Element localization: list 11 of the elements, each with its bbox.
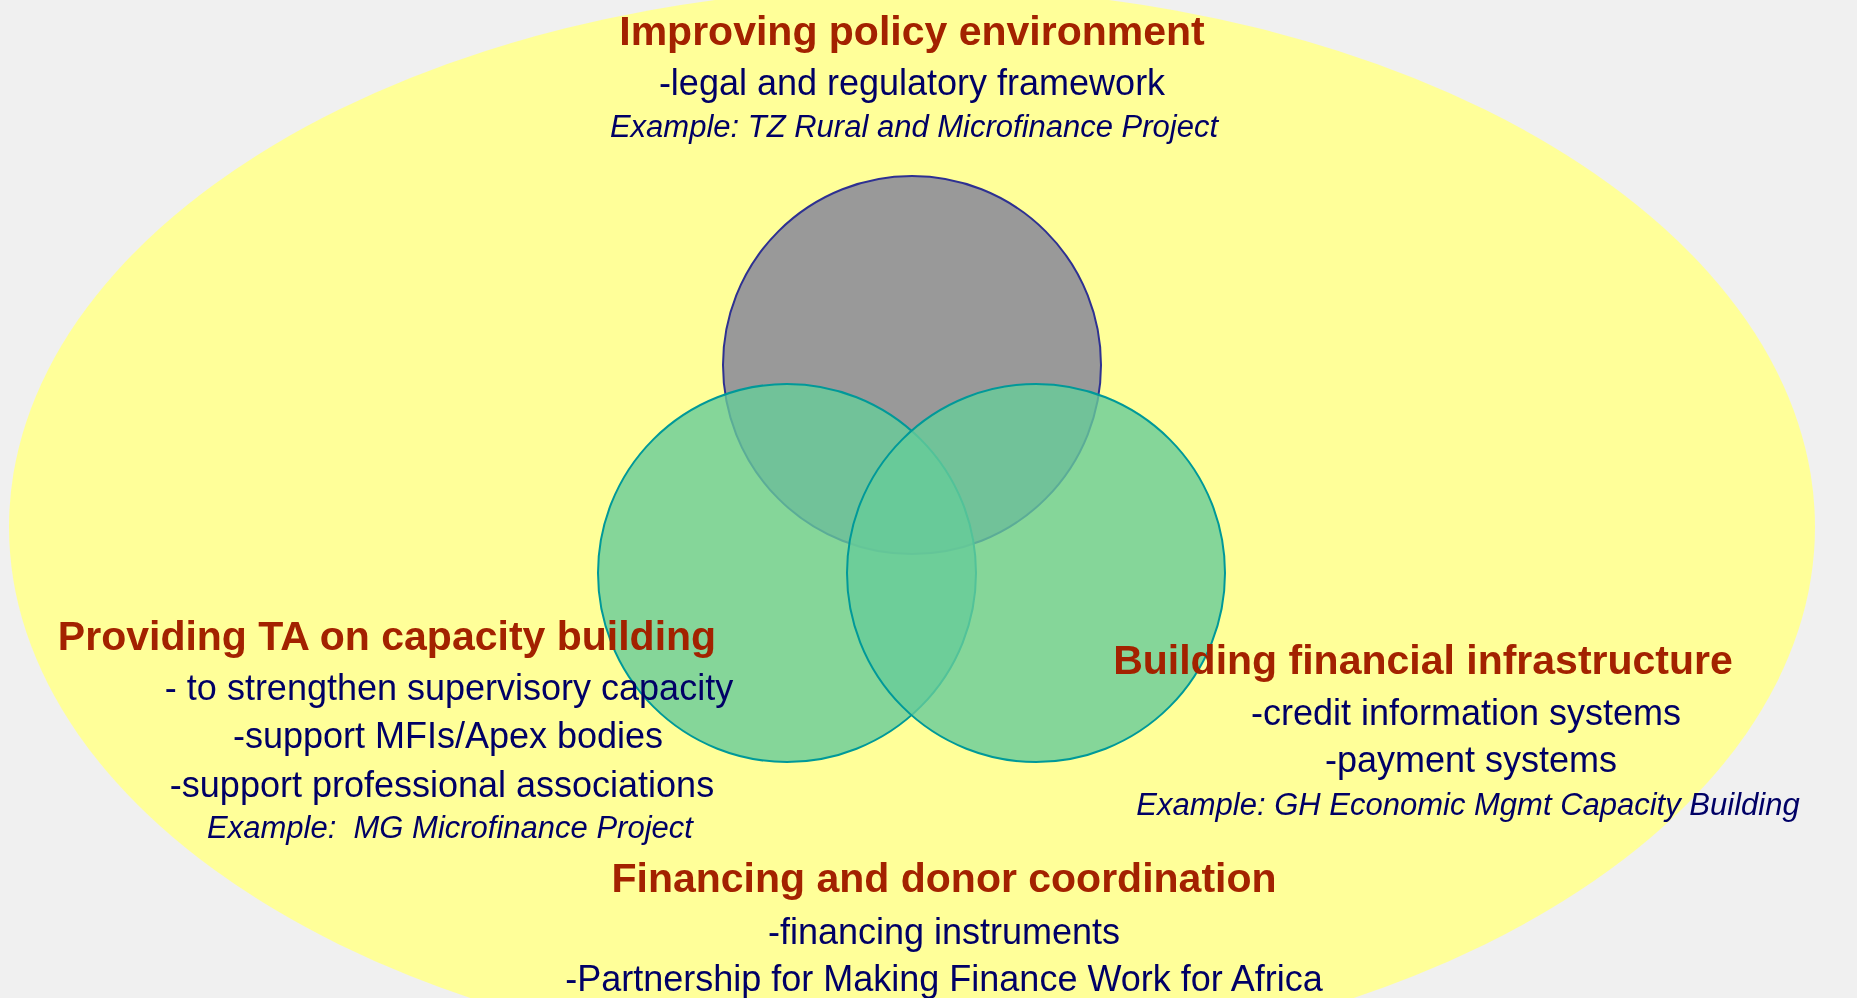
bullet-text: -support professional associations [169,764,715,806]
example-text: Example: TZ Rural and Microfinance Project [609,109,1219,145]
bullet-text: -support MFIs/Apex bodies [232,715,664,757]
section-heading: Financing and donor coordination [611,855,1277,903]
example-text: Example: GH Economic Mgmt Capacity Building [1136,787,1800,823]
bullet-text: -financing instruments [767,911,1121,953]
bullet-text: -payment systems [1324,739,1618,781]
example-text: Example: MG Microfinance Project [207,810,693,846]
section-heading: Improving policy environment [619,8,1205,56]
bullet-text: -legal and regulatory framework [658,62,1166,104]
bullet-text: -credit information systems [1250,692,1682,734]
